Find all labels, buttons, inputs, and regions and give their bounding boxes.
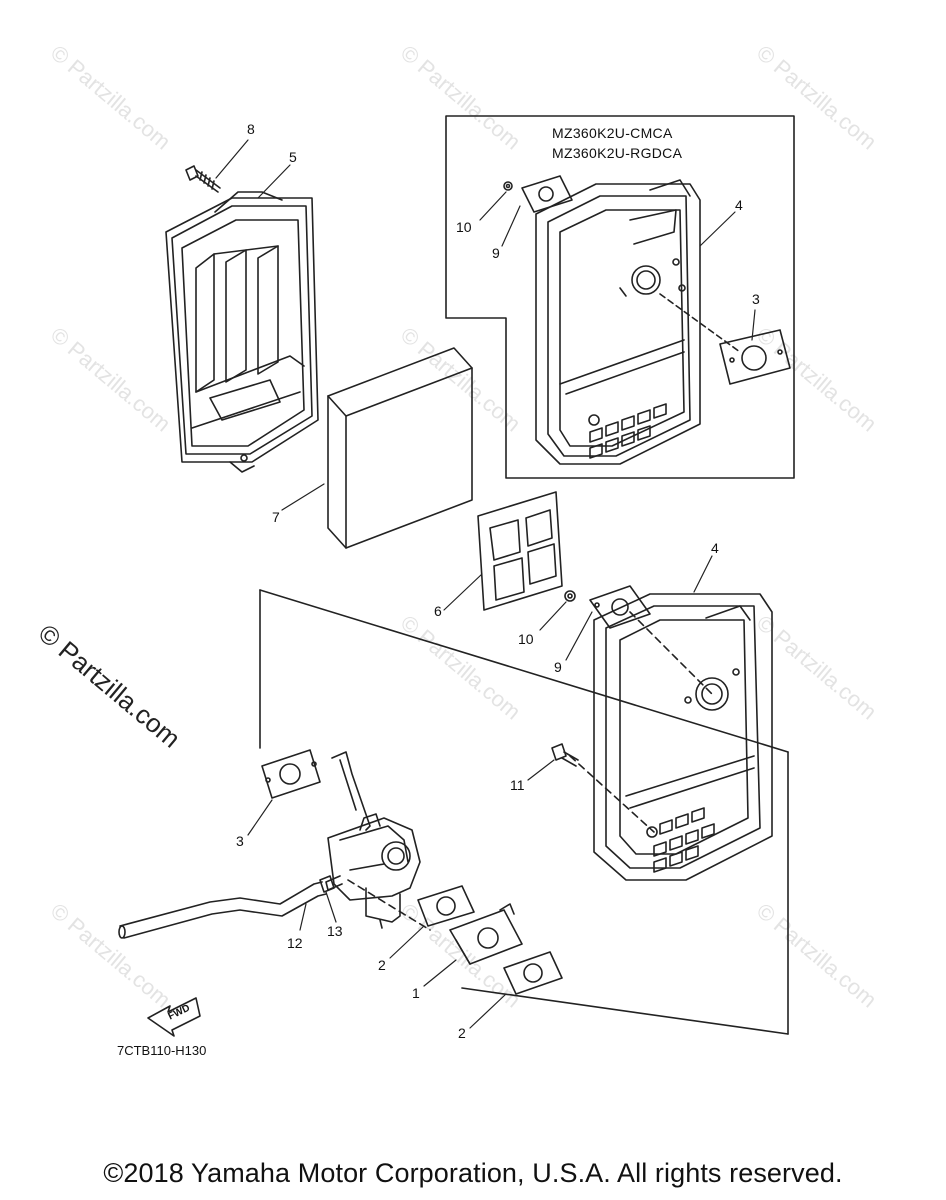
bolt-11 [551,743,579,767]
callout-9-bottom: 9 [554,659,562,675]
leader-lines [215,139,756,1029]
gasket-9 [589,585,651,629]
muffler-cover-variant [535,179,701,465]
fwd-arrow-icon [147,997,201,1037]
alignment-lines [347,611,713,931]
muffler [593,593,773,881]
callout-5: 5 [289,149,297,165]
diagram-code: 7CTB110-H130 [117,1043,207,1058]
clamp-13 [319,875,335,893]
gasket-3-variant [659,293,791,385]
callout-12: 12 [287,935,303,951]
copyright-notice: ©2018 Yamaha Motor Corporation, U.S.A. A… [103,1158,843,1188]
callout-9-top: 9 [492,245,500,261]
model-label-cmca: MZ360K2U-CMCA [552,125,673,141]
callout-2-upper: 2 [378,957,386,973]
assembly-frame [259,589,789,1035]
callout-3-bottom: 3 [236,833,244,849]
callout-7: 7 [272,509,280,525]
callout-1: 1 [412,985,420,1001]
gasket-and-nut-variant [503,175,573,213]
callout-3-top: 3 [752,291,760,307]
gasket-2-upper [417,885,475,927]
callout-13: 13 [327,923,343,939]
callout-4-top: 4 [735,197,743,213]
insulator-1 [449,903,523,965]
callout-6: 6 [434,603,442,619]
variant-box [445,115,795,479]
air-cleaner-element [327,347,473,549]
nut-10 [564,590,576,602]
callout-10-top: 10 [456,219,472,235]
air-cleaner-case [165,191,319,473]
gasket-2-lower [503,951,563,995]
carburetor [325,751,421,929]
callout-4-bottom: 4 [711,540,719,556]
callout-10-bottom: 10 [518,631,534,647]
fuel-hose-12 [118,881,327,939]
callout-2-lower: 2 [458,1025,466,1041]
model-label-rgdca: MZ360K2U-RGDCA [552,145,683,161]
callout-8: 8 [247,121,255,137]
callout-11: 11 [510,777,525,793]
gasket-3 [261,749,321,799]
bolt [185,165,221,193]
gasket [477,491,563,611]
